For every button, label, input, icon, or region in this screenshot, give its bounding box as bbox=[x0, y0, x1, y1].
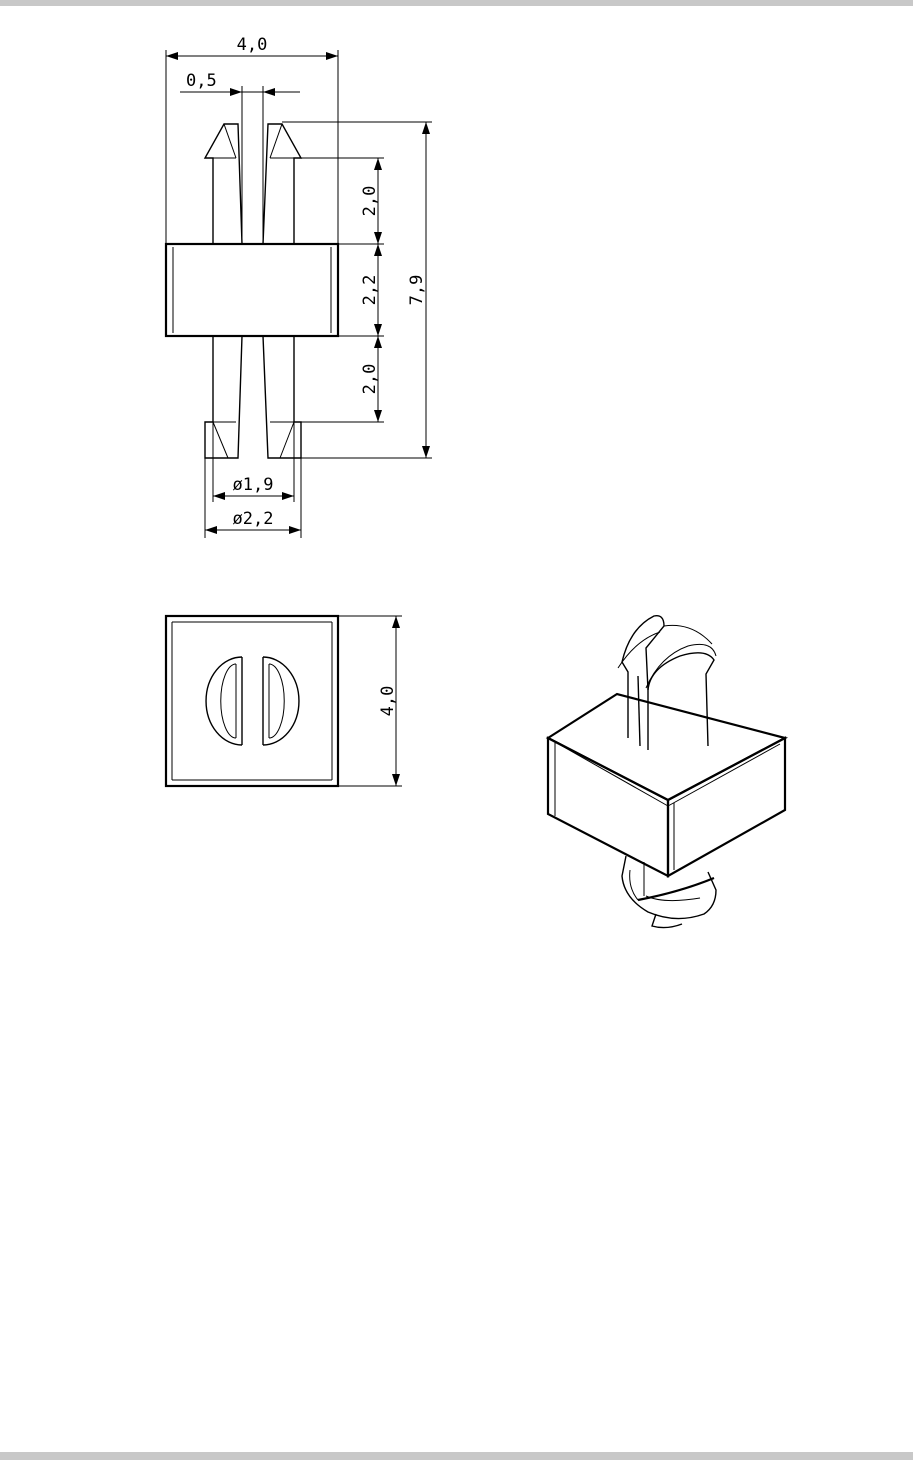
dim-width-label: 4,0 bbox=[237, 35, 268, 55]
iso-body-cube bbox=[548, 694, 785, 876]
dim-width: 4,0 bbox=[166, 35, 338, 244]
dim-top-side: 4,0 bbox=[338, 616, 402, 786]
upper-left-prong bbox=[205, 124, 242, 244]
dim-pin-diameter-label: ø1,9 bbox=[233, 475, 274, 495]
iso-view bbox=[548, 616, 785, 928]
front-view: 4,0 0,5 2,0 2,2 2,0 bbox=[166, 35, 432, 538]
dim-slot-label: 0,5 bbox=[186, 71, 217, 91]
lower-right-prong bbox=[263, 336, 301, 458]
top-left-pin-section bbox=[206, 657, 242, 745]
dim-chain: 2,0 2,2 2,0 bbox=[360, 158, 382, 422]
front-body-block bbox=[166, 244, 338, 336]
top-body-square bbox=[166, 616, 338, 786]
dim-head-diameter-label: ø2,2 bbox=[233, 509, 274, 529]
dim-total-height-label: 7,9 bbox=[407, 275, 427, 306]
dim-lower-pin-label: 2,0 bbox=[360, 364, 380, 395]
dim-top-side-label: 4,0 bbox=[378, 686, 398, 717]
top-view: 4,0 bbox=[166, 616, 402, 786]
iso-upper-pins bbox=[618, 616, 716, 750]
dim-total-height: 7,9 bbox=[407, 122, 430, 458]
lower-left-prong bbox=[205, 336, 242, 458]
upper-right-prong bbox=[263, 124, 301, 244]
top-right-pin-section bbox=[263, 657, 299, 745]
dim-body-label: 2,2 bbox=[360, 275, 380, 306]
dim-pin-diameter: ø1,9 bbox=[213, 422, 294, 502]
dim-upper-pin-label: 2,0 bbox=[360, 186, 380, 217]
